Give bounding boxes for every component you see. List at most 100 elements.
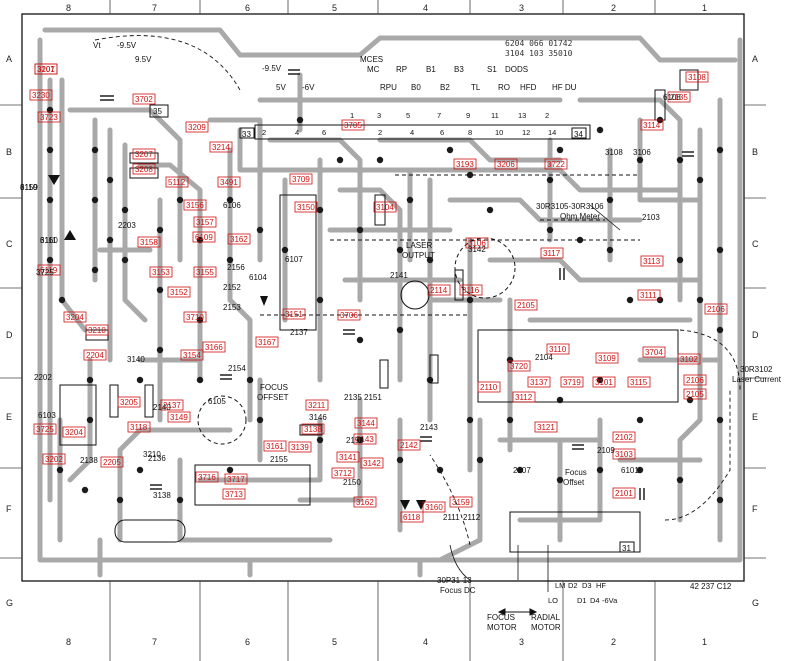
svg-text:DODS: DODS — [505, 65, 528, 74]
ref-designator: 3152 — [170, 288, 188, 297]
ref-designator: 3144 — [357, 419, 375, 428]
ref-designator: 3705 — [344, 121, 362, 130]
ref-designator: 3141 — [339, 453, 357, 462]
jumper-lines — [94, 35, 741, 546]
component-label: 6111 — [40, 236, 57, 245]
grid-columns-top: 8 7 6 5 4 3 2 1 — [66, 3, 707, 13]
motor-pin-labels: LM D2 D3 HF LO D1 D4 -6Va — [548, 581, 618, 605]
svg-text:2: 2 — [378, 128, 382, 137]
focus-offset-small-label: Focus Offset — [563, 468, 587, 487]
ref-designator: 2204 — [86, 351, 104, 360]
ref-box — [640, 255, 664, 267]
ref-designator: 2205 — [103, 458, 121, 467]
svg-text:E: E — [752, 412, 758, 422]
svg-text:1: 1 — [350, 111, 354, 120]
ref-designator: 3204 — [66, 313, 84, 322]
component-label: 3159 — [20, 183, 38, 192]
component-label: 2202 — [34, 373, 52, 382]
ref-designator: 2106 — [686, 376, 704, 385]
svg-text:7: 7 — [437, 111, 441, 120]
svg-text:8: 8 — [66, 637, 71, 647]
ic-6101 — [477, 329, 679, 403]
svg-text:Offset: Offset — [563, 478, 585, 487]
ref-designator: 3111 — [640, 291, 657, 300]
ref-designator: 2101 — [615, 489, 633, 498]
ref-box — [83, 349, 107, 361]
ref-box — [449, 496, 473, 508]
svg-text:C: C — [6, 239, 13, 249]
ref-designator: 2106 — [707, 305, 725, 314]
ref-box — [612, 431, 636, 443]
ref-box — [640, 119, 664, 131]
ref-box — [37, 111, 61, 123]
ref-box — [185, 121, 209, 133]
svg-text:-6V: -6V — [302, 83, 315, 92]
ref-box — [29, 89, 53, 101]
ref-designator: 3101 — [595, 378, 613, 387]
svg-text:2: 2 — [545, 111, 549, 120]
ref-designator: 3208 — [135, 165, 153, 174]
ref-box — [62, 426, 86, 438]
component-label: 6108 — [663, 93, 681, 102]
component-label: 2155 — [270, 455, 288, 464]
ref-designator: 3160 — [425, 503, 443, 512]
grid-ticks — [0, 0, 766, 661]
ref-box — [42, 453, 66, 465]
svg-text:6: 6 — [245, 3, 250, 13]
ref-box — [288, 441, 312, 453]
ref-box — [677, 353, 701, 365]
svg-text:4: 4 — [423, 3, 428, 13]
ref-designator: 2142 — [400, 441, 418, 450]
focus-motor-label: FOCUS MOTOR — [487, 613, 517, 632]
component-label: 2138 — [80, 456, 98, 465]
ref-box — [217, 176, 241, 188]
component-label: 3108 — [605, 148, 623, 157]
focus-offset-label: FOCUS OFFSET — [257, 383, 289, 402]
ref-box — [37, 264, 61, 276]
ref-designator: 3153 — [152, 268, 170, 277]
component-label: 3142 — [468, 245, 486, 254]
ref-designator: 3108 — [688, 73, 706, 82]
ref-designator: 3167 — [258, 338, 276, 347]
ref-box — [400, 511, 424, 523]
ref-designator: 6118 — [403, 513, 421, 522]
ref-designator: 6109 — [195, 233, 213, 242]
ref-box — [704, 303, 728, 315]
svg-text:OUTPUT: OUTPUT — [402, 251, 435, 260]
connector-31 — [509, 511, 641, 553]
svg-text:S1: S1 — [487, 65, 497, 74]
svg-text:B: B — [6, 147, 12, 157]
ref-designator: 3138 — [304, 425, 322, 434]
component-label: 2159 — [346, 436, 364, 445]
ref-designator: 3150 — [297, 203, 315, 212]
component-label: 6103 — [38, 411, 56, 420]
svg-text:D2: D2 — [568, 581, 578, 590]
ref-designator: 3201 — [37, 65, 55, 74]
component-labels: 6110611122033725610322023140321031382138… — [20, 93, 681, 522]
ref-box — [63, 311, 87, 323]
ref-box — [227, 233, 251, 245]
ref-designator: 3151 — [285, 310, 303, 319]
ref-box — [193, 266, 217, 278]
svg-text:3: 3 — [377, 111, 381, 120]
ref-box — [149, 266, 173, 278]
svg-text:9.5V: 9.5V — [135, 55, 152, 64]
ref-box — [514, 299, 538, 311]
component-label: 2156 — [227, 263, 245, 272]
ref-box — [397, 439, 421, 451]
svg-text:-9.5V: -9.5V — [117, 41, 137, 50]
component-label: 2103 — [642, 213, 660, 222]
ref-box — [117, 396, 141, 408]
ref-designator: 3162 — [356, 498, 374, 507]
ref-designator: 3713 — [225, 490, 243, 499]
svg-text:-6Va: -6Va — [602, 596, 618, 605]
ref-box — [512, 391, 536, 403]
component-label: 2111 — [443, 513, 460, 522]
ref-designator: 3106 — [468, 239, 486, 248]
svg-text:Vt: Vt — [93, 41, 101, 50]
svg-text:B1: B1 — [426, 65, 436, 74]
svg-text:4: 4 — [423, 637, 428, 647]
ref-box — [494, 158, 518, 170]
connector-labels: Vt -9.5V 9.5V -9.5V 5V -6V MCES MC RP B1… — [93, 41, 577, 92]
